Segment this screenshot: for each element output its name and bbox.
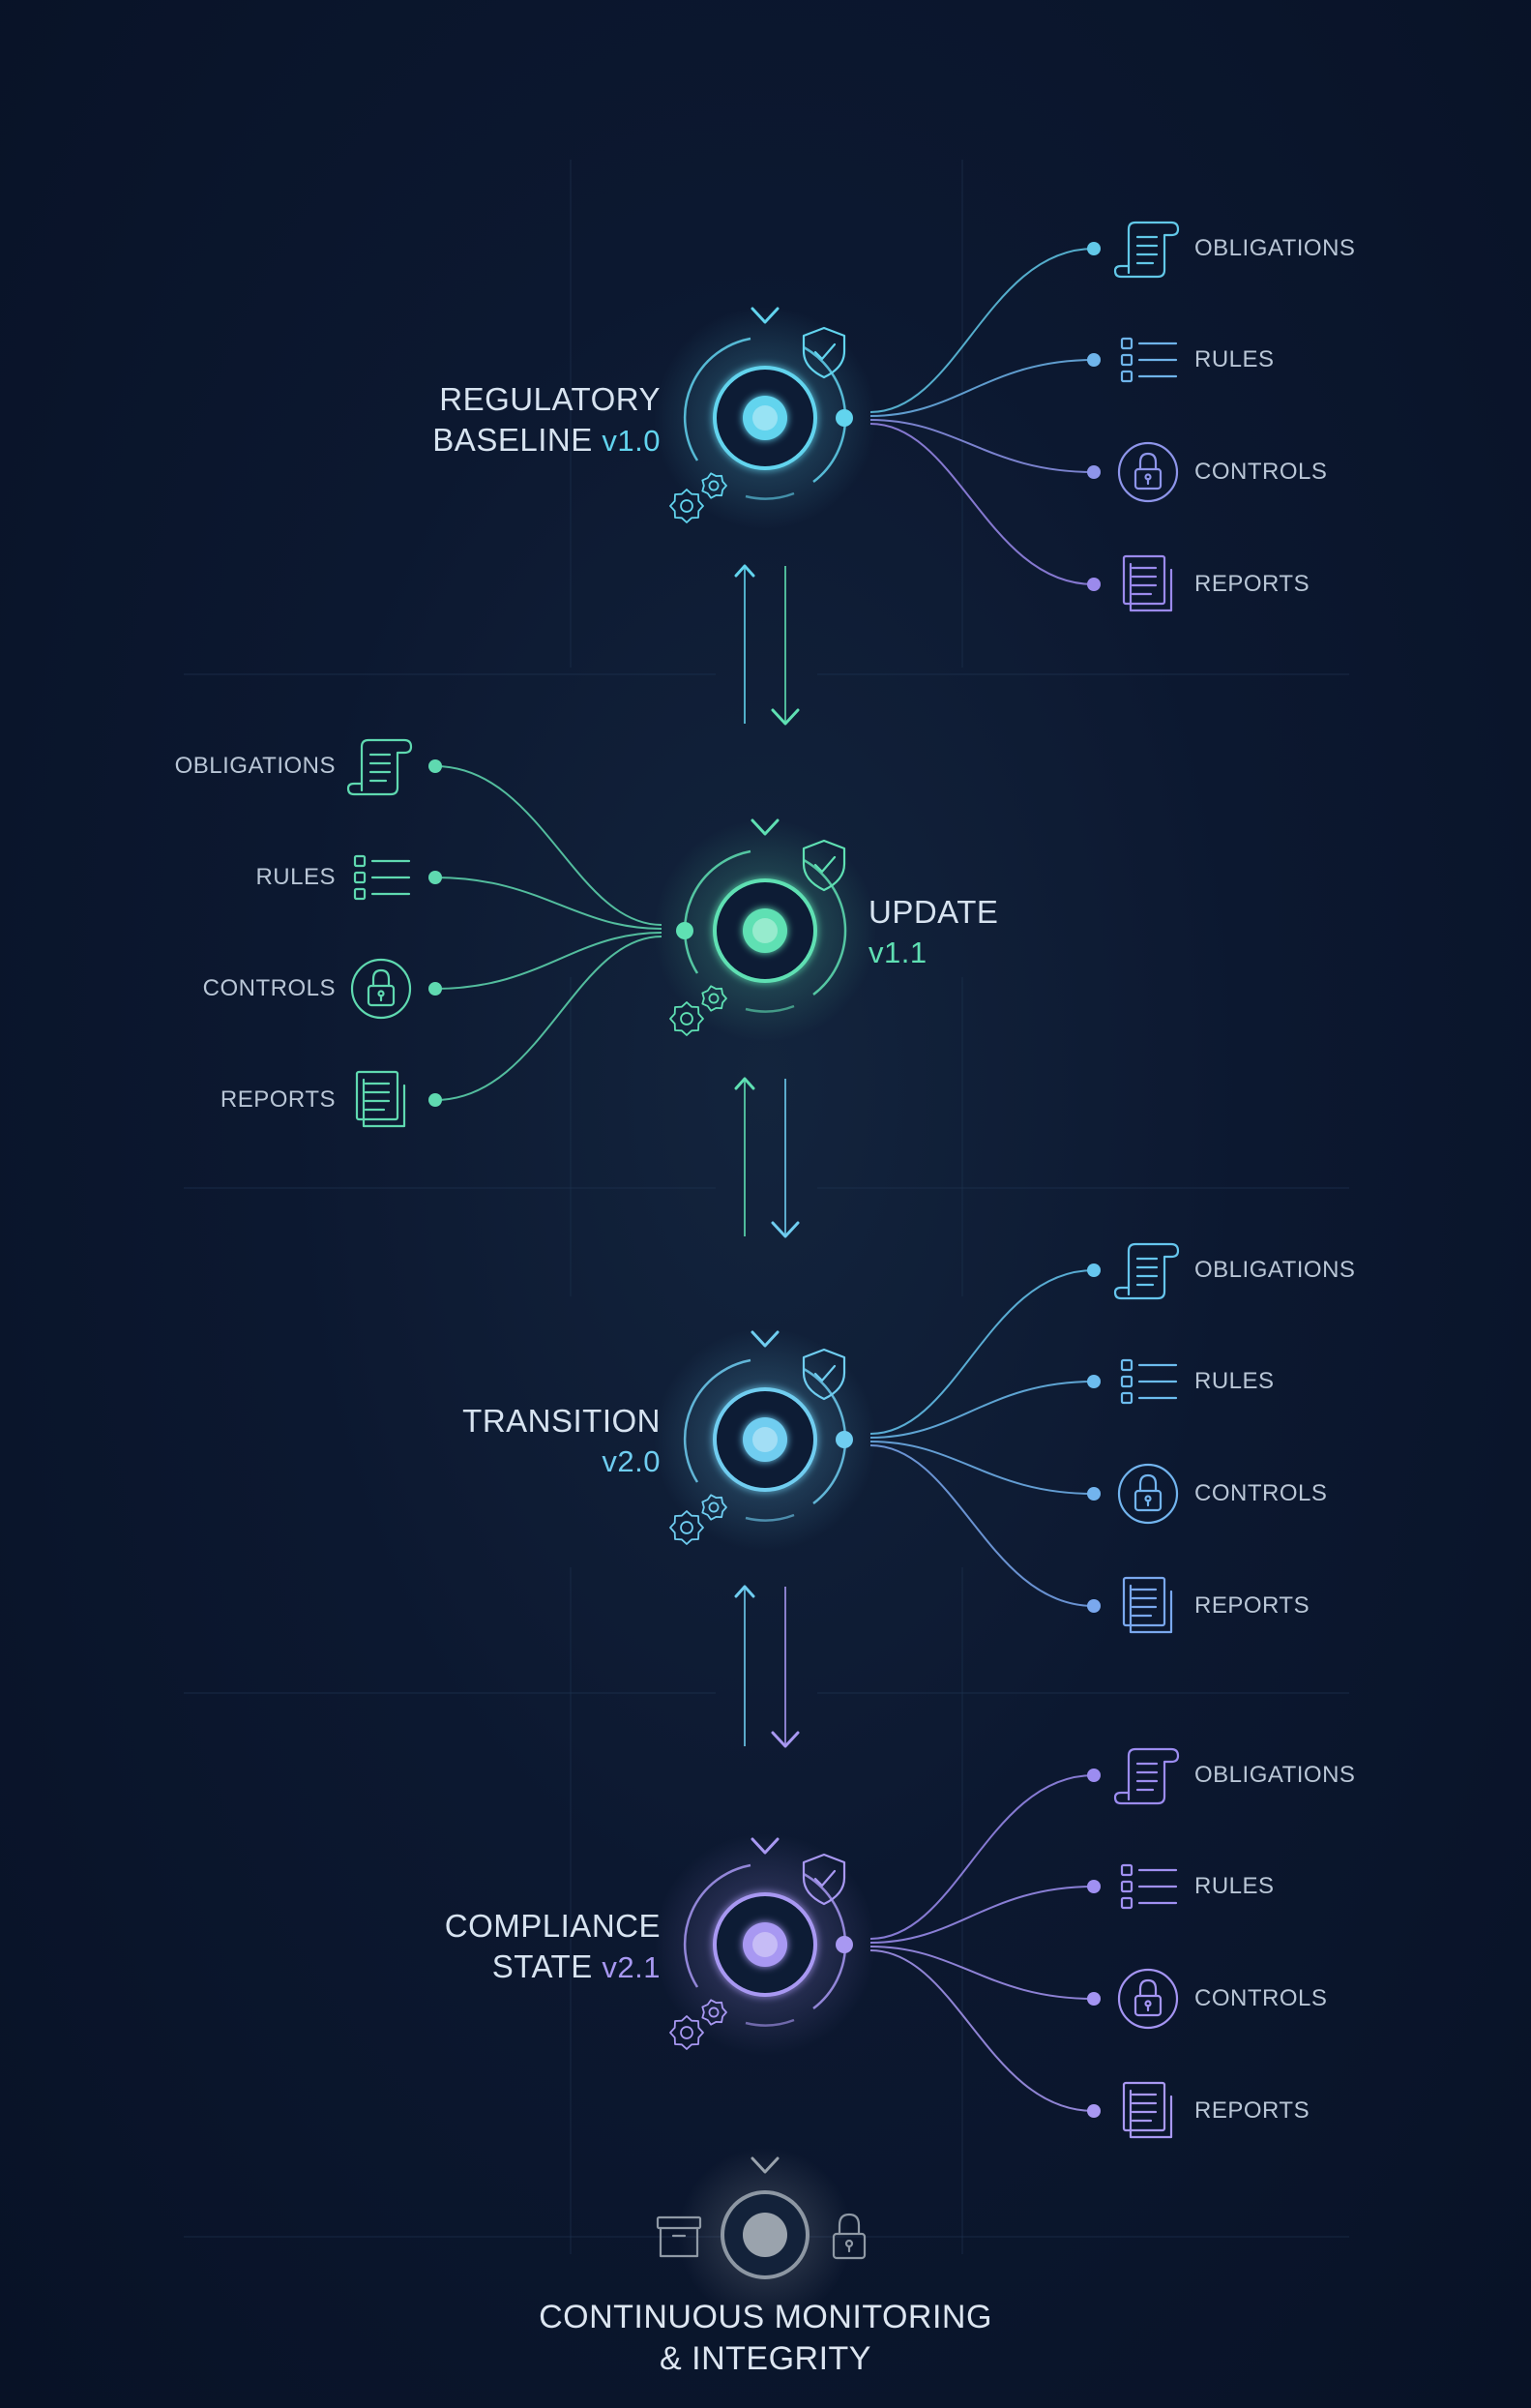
item-label: RULES [255,864,336,890]
stage-version: v1.0 [602,424,661,458]
stage-version: v2.1 [602,1950,661,1984]
stage-node [654,819,876,1042]
documents-icon [355,1070,406,1128]
final-title-line: & INTEGRITY [660,2340,871,2377]
branch-connectors [836,1242,1180,1634]
stage-title-line: BASELINE v1.0 [432,420,661,461]
stage-title-text: UPDATE [869,894,999,930]
stage-title-line: UPDATE [869,892,998,933]
item-label: RULES [1194,1368,1275,1394]
stage-title-text: COMPLIANCE [444,1908,661,1944]
lock-icon [350,958,412,1020]
gears-icon [669,985,727,1036]
item-label: OBLIGATIONS [1194,1762,1356,1788]
shield-icon [802,1853,846,1906]
item-label: RULES [1194,1873,1275,1899]
bidirectional-arrows-icon [734,1585,800,1748]
scroll-icon [1113,1242,1180,1300]
stage-title-text: BASELINE [432,422,593,458]
stage-title-line: STATE v2.1 [445,1947,661,1988]
item-label: REPORTS [1194,571,1310,597]
branch-connectors [346,738,693,1128]
stage-title-text: STATE [491,1948,593,1984]
lock-icon [1117,1463,1179,1525]
shield-icon [802,326,846,379]
final-node [656,2148,867,2322]
archive-icon [656,2215,702,2258]
stage-title-text: REGULATORY [439,381,661,417]
scroll-icon [1113,1747,1180,1805]
bidirectional-arrows-icon [734,1077,800,1238]
stage-title-line: COMPLIANCE [445,1906,661,1947]
item-label: REPORTS [1194,1592,1310,1619]
stage-title-line: REGULATORY [432,379,661,420]
small-lock-icon [832,2213,867,2260]
lock-icon [1117,1968,1179,2030]
checklist-icon [1120,337,1178,383]
item-label: REPORTS [1194,2097,1310,2124]
bidirectional-arrows-icon [734,564,800,726]
stage-version: v1.1 [869,936,927,969]
stage-node [654,1328,876,1551]
gears-icon [669,1999,727,2050]
item-label: OBLIGATIONS [1194,1257,1356,1283]
final-title: CONTINUOUS MONITORING & INTEGRITY [0,2297,1531,2380]
item-label: OBLIGATIONS [174,753,336,779]
final-title-line: CONTINUOUS MONITORING [539,2299,992,2335]
item-label: CONTROLS [1194,1985,1328,2011]
checklist-icon [1120,1358,1178,1405]
item-label: CONTROLS [202,975,336,1001]
scroll-icon [346,738,413,796]
stage-node [654,307,876,529]
documents-icon [1122,2081,1173,2139]
stage-title-text: TRANSITION [462,1403,661,1439]
documents-icon [1122,1576,1173,1634]
item-label: OBLIGATIONS [1194,235,1356,261]
shield-icon [802,839,846,892]
lock-icon [1117,441,1179,503]
shield-icon [802,1348,846,1401]
stage-title: TRANSITION v2.0 [462,1401,661,1482]
stage-node [654,1833,876,2056]
stage-version: v2.0 [602,1444,661,1478]
stage-title: UPDATE v1.1 [869,892,998,973]
gears-icon [669,472,727,523]
item-label: REPORTS [220,1086,336,1113]
documents-icon [1122,554,1173,612]
item-label: CONTROLS [1194,459,1328,485]
branch-connectors [836,1747,1180,2139]
gears-icon [669,1494,727,1545]
branch-connectors [836,221,1180,612]
checklist-icon [1120,1863,1178,1910]
item-label: RULES [1194,346,1275,372]
checklist-icon [353,854,411,901]
stage-title-line: TRANSITION [462,1401,661,1442]
item-label: CONTROLS [1194,1480,1328,1506]
scroll-icon [1113,221,1180,279]
